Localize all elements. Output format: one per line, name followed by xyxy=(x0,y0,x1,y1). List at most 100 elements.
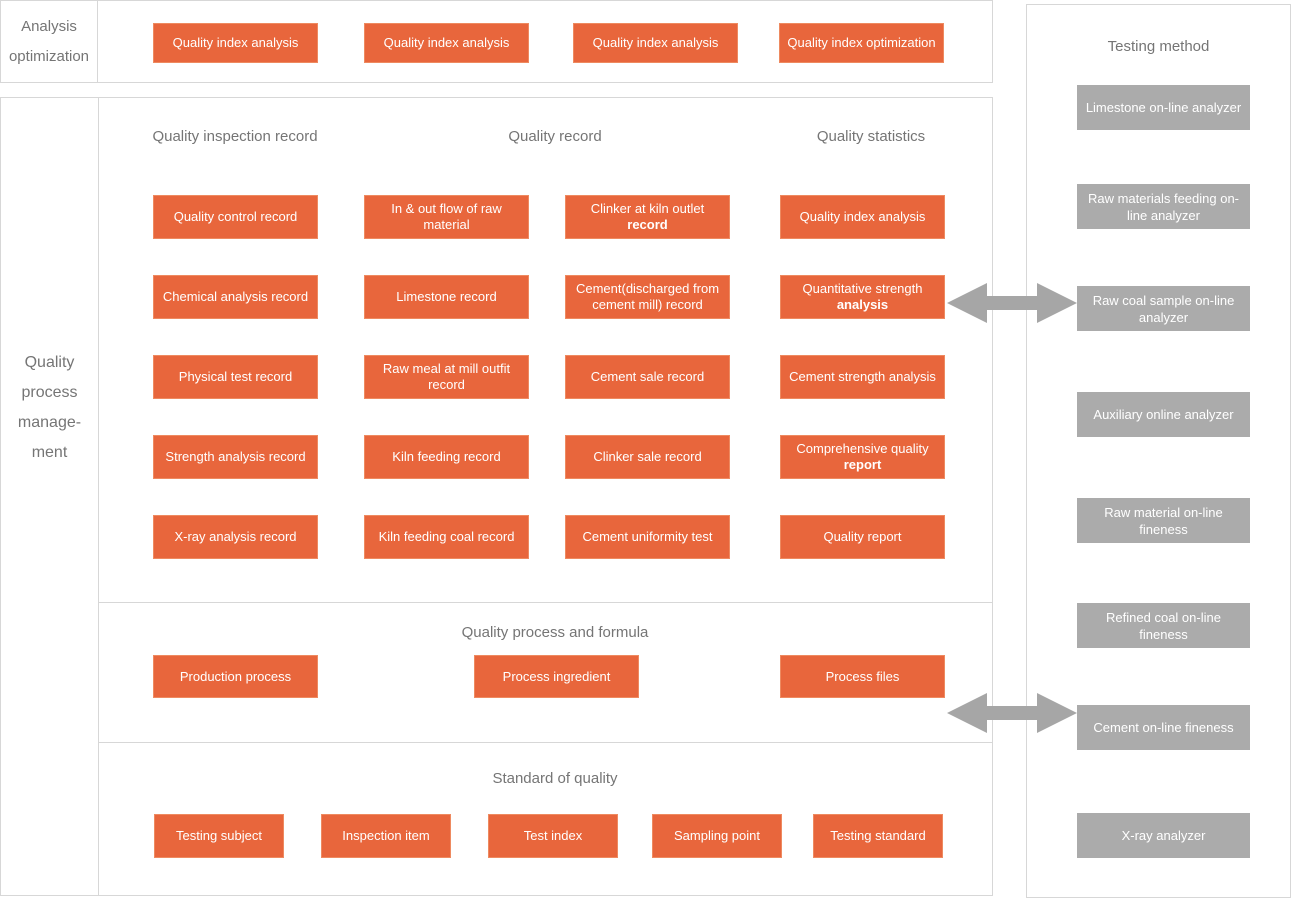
method-box-label: X-ray analyzer xyxy=(1122,827,1206,844)
testing-method-header: Testing method xyxy=(1108,38,1210,55)
button-label: Physical test record xyxy=(179,369,292,385)
button-inspection-item[interactable]: Inspection item xyxy=(321,814,451,858)
button-label: Quality index analysis xyxy=(593,35,719,51)
button-production-process[interactable]: Production process xyxy=(153,655,318,698)
method-box-label: Cement on-line fineness xyxy=(1093,719,1233,736)
button-quality-index-optimization[interactable]: Quality index optimization xyxy=(779,23,944,63)
button-raw-meal-at-mill-outfit-record[interactable]: Raw meal at mill outfit record xyxy=(364,355,529,399)
testing-method-panel: Testing method Limestone on-line analyze… xyxy=(1026,4,1291,898)
quality-process-management-panel: Qualityprocessmanage-ment Quality inspec… xyxy=(0,97,993,896)
button-label: In & out flow of raw material xyxy=(370,201,523,233)
label-line: Quality xyxy=(1,348,98,378)
quality-inspection-record-header: Quality inspection record xyxy=(152,128,317,145)
button-limestone-record[interactable]: Limestone record xyxy=(364,275,529,319)
button-label: Quality report xyxy=(823,529,901,545)
method-box-label: Raw materials feeding on-line analyzer xyxy=(1083,190,1244,224)
button-clinker-at-kiln-outlet[interactable]: Clinker at kiln outlet record xyxy=(565,195,730,239)
button-label: Cement(discharged from cement mill) reco… xyxy=(571,281,724,313)
button-label: Testing standard xyxy=(830,828,925,844)
button-in-out-flow-of-raw-material[interactable]: In & out flow of raw material xyxy=(364,195,529,239)
button-strength-analysis-record[interactable]: Strength analysis record xyxy=(153,435,318,479)
button-label: Raw meal at mill outfit record xyxy=(370,361,523,393)
button-label: Production process xyxy=(180,669,291,685)
button-label: Inspection item xyxy=(342,828,429,844)
quality-record-header: Quality record xyxy=(508,128,601,145)
label-line: process xyxy=(1,378,98,408)
method-box-raw-material-on-line-fineness[interactable]: Raw material on-line fineness xyxy=(1077,498,1250,543)
button-process-files[interactable]: Process files xyxy=(780,655,945,698)
button-sampling-point[interactable]: Sampling point xyxy=(652,814,782,858)
button-label: Quality control record xyxy=(174,209,298,225)
analysis-optimization-label-box: Analysis optimization xyxy=(0,0,98,83)
analysis-optimization-label: Analysis optimization xyxy=(1,12,97,72)
button-label: Clinker sale record xyxy=(593,449,701,465)
button-testing-subject[interactable]: Testing subject xyxy=(154,814,284,858)
horizontal-divider xyxy=(98,602,992,603)
button-label: Kiln feeding record xyxy=(392,449,500,465)
button-quality-index-analysis[interactable]: Quality index analysis xyxy=(153,23,318,63)
button-label: Quality index analysis xyxy=(384,35,510,51)
bidirectional-arrow-strength-analysis xyxy=(947,281,1077,325)
method-box-raw-materials-feeding-on-line-analyzer[interactable]: Raw materials feeding on-line analyzer xyxy=(1077,184,1250,229)
button-clinker-sale-record[interactable]: Clinker sale record xyxy=(565,435,730,479)
button-x-ray-analysis-record[interactable]: X-ray analysis record xyxy=(153,515,318,559)
method-box-refined-coal-on-line-fineness[interactable]: Refined coal on-line fineness xyxy=(1077,603,1250,648)
button-label: Cement sale record xyxy=(591,369,704,385)
button-cement-sale-record[interactable]: Cement sale record xyxy=(565,355,730,399)
button-label: Quality index optimization xyxy=(787,35,935,51)
standard-of-quality-header: Standard of quality xyxy=(492,770,617,787)
button-label: Limestone record xyxy=(396,289,496,305)
method-box-label: Auxiliary online analyzer xyxy=(1093,406,1233,423)
horizontal-divider xyxy=(98,742,992,743)
method-box-auxiliary-online-analyzer[interactable]: Auxiliary online analyzer xyxy=(1077,392,1250,437)
button-cement-strength-analysis[interactable]: Cement strength analysis xyxy=(780,355,945,399)
button-label: Quality index analysis xyxy=(173,35,299,51)
label-line: ment xyxy=(1,438,98,468)
button-quality-control-record[interactable]: Quality control record xyxy=(153,195,318,239)
button-label: Test index xyxy=(524,828,583,844)
method-box-label: Raw material on-line fineness xyxy=(1083,504,1244,538)
button-chemical-analysis-record[interactable]: Chemical analysis record xyxy=(153,275,318,319)
button-label: Clinker at kiln outlet record xyxy=(571,201,724,233)
vertical-divider xyxy=(98,98,99,895)
button-label: Process files xyxy=(826,669,900,685)
button-test-index[interactable]: Test index xyxy=(488,814,618,858)
button-comprehensive-quality[interactable]: Comprehensive quality report xyxy=(780,435,945,479)
quality-process-management-label: Qualityprocessmanage-ment xyxy=(1,348,98,468)
bidirectional-arrow-cement-fineness xyxy=(947,691,1077,735)
button-label: Cement uniformity test xyxy=(582,529,712,545)
button-cement-discharged-from-cement-mill-record[interactable]: Cement(discharged from cement mill) reco… xyxy=(565,275,730,319)
method-box-cement-on-line-fineness[interactable]: Cement on-line fineness xyxy=(1077,705,1250,750)
button-label: Sampling point xyxy=(674,828,760,844)
button-quality-index-analysis[interactable]: Quality index analysis xyxy=(780,195,945,239)
analysis-optimization-panel: Quality index analysis Quality index anal… xyxy=(97,0,993,83)
button-label: X-ray analysis record xyxy=(174,529,296,545)
button-kiln-feeding-coal-record[interactable]: Kiln feeding coal record xyxy=(364,515,529,559)
button-label: Strength analysis record xyxy=(165,449,305,465)
quality-process-and-formula-header: Quality process and formula xyxy=(462,624,649,641)
method-box-limestone-on-line-analyzer[interactable]: Limestone on-line analyzer xyxy=(1077,85,1250,130)
button-kiln-feeding-record[interactable]: Kiln feeding record xyxy=(364,435,529,479)
method-box-label: Refined coal on-line fineness xyxy=(1083,609,1244,643)
button-quality-report[interactable]: Quality report xyxy=(780,515,945,559)
button-quantitative-strength[interactable]: Quantitative strength analysis xyxy=(780,275,945,319)
button-label: Cement strength analysis xyxy=(789,369,936,385)
button-quality-index-analysis[interactable]: Quality index analysis xyxy=(364,23,529,63)
button-label: Testing subject xyxy=(176,828,262,844)
method-box-label: Raw coal sample on-line analyzer xyxy=(1083,292,1244,326)
button-process-ingredient[interactable]: Process ingredient xyxy=(474,655,639,698)
method-box-x-ray-analyzer[interactable]: X-ray analyzer xyxy=(1077,813,1250,858)
button-testing-standard[interactable]: Testing standard xyxy=(813,814,943,858)
method-box-raw-coal-sample-on-line-analyzer[interactable]: Raw coal sample on-line analyzer xyxy=(1077,286,1250,331)
button-quality-index-analysis[interactable]: Quality index analysis xyxy=(573,23,738,63)
button-physical-test-record[interactable]: Physical test record xyxy=(153,355,318,399)
label-line: manage- xyxy=(1,408,98,438)
button-label: Quantitative strength analysis xyxy=(786,281,939,313)
button-label: Quality index analysis xyxy=(800,209,926,225)
quality-statistics-header: Quality statistics xyxy=(817,128,925,145)
button-label: Process ingredient xyxy=(503,669,611,685)
button-label: Comprehensive quality report xyxy=(786,441,939,473)
button-cement-uniformity-test[interactable]: Cement uniformity test xyxy=(565,515,730,559)
button-label: Kiln feeding coal record xyxy=(379,529,515,545)
